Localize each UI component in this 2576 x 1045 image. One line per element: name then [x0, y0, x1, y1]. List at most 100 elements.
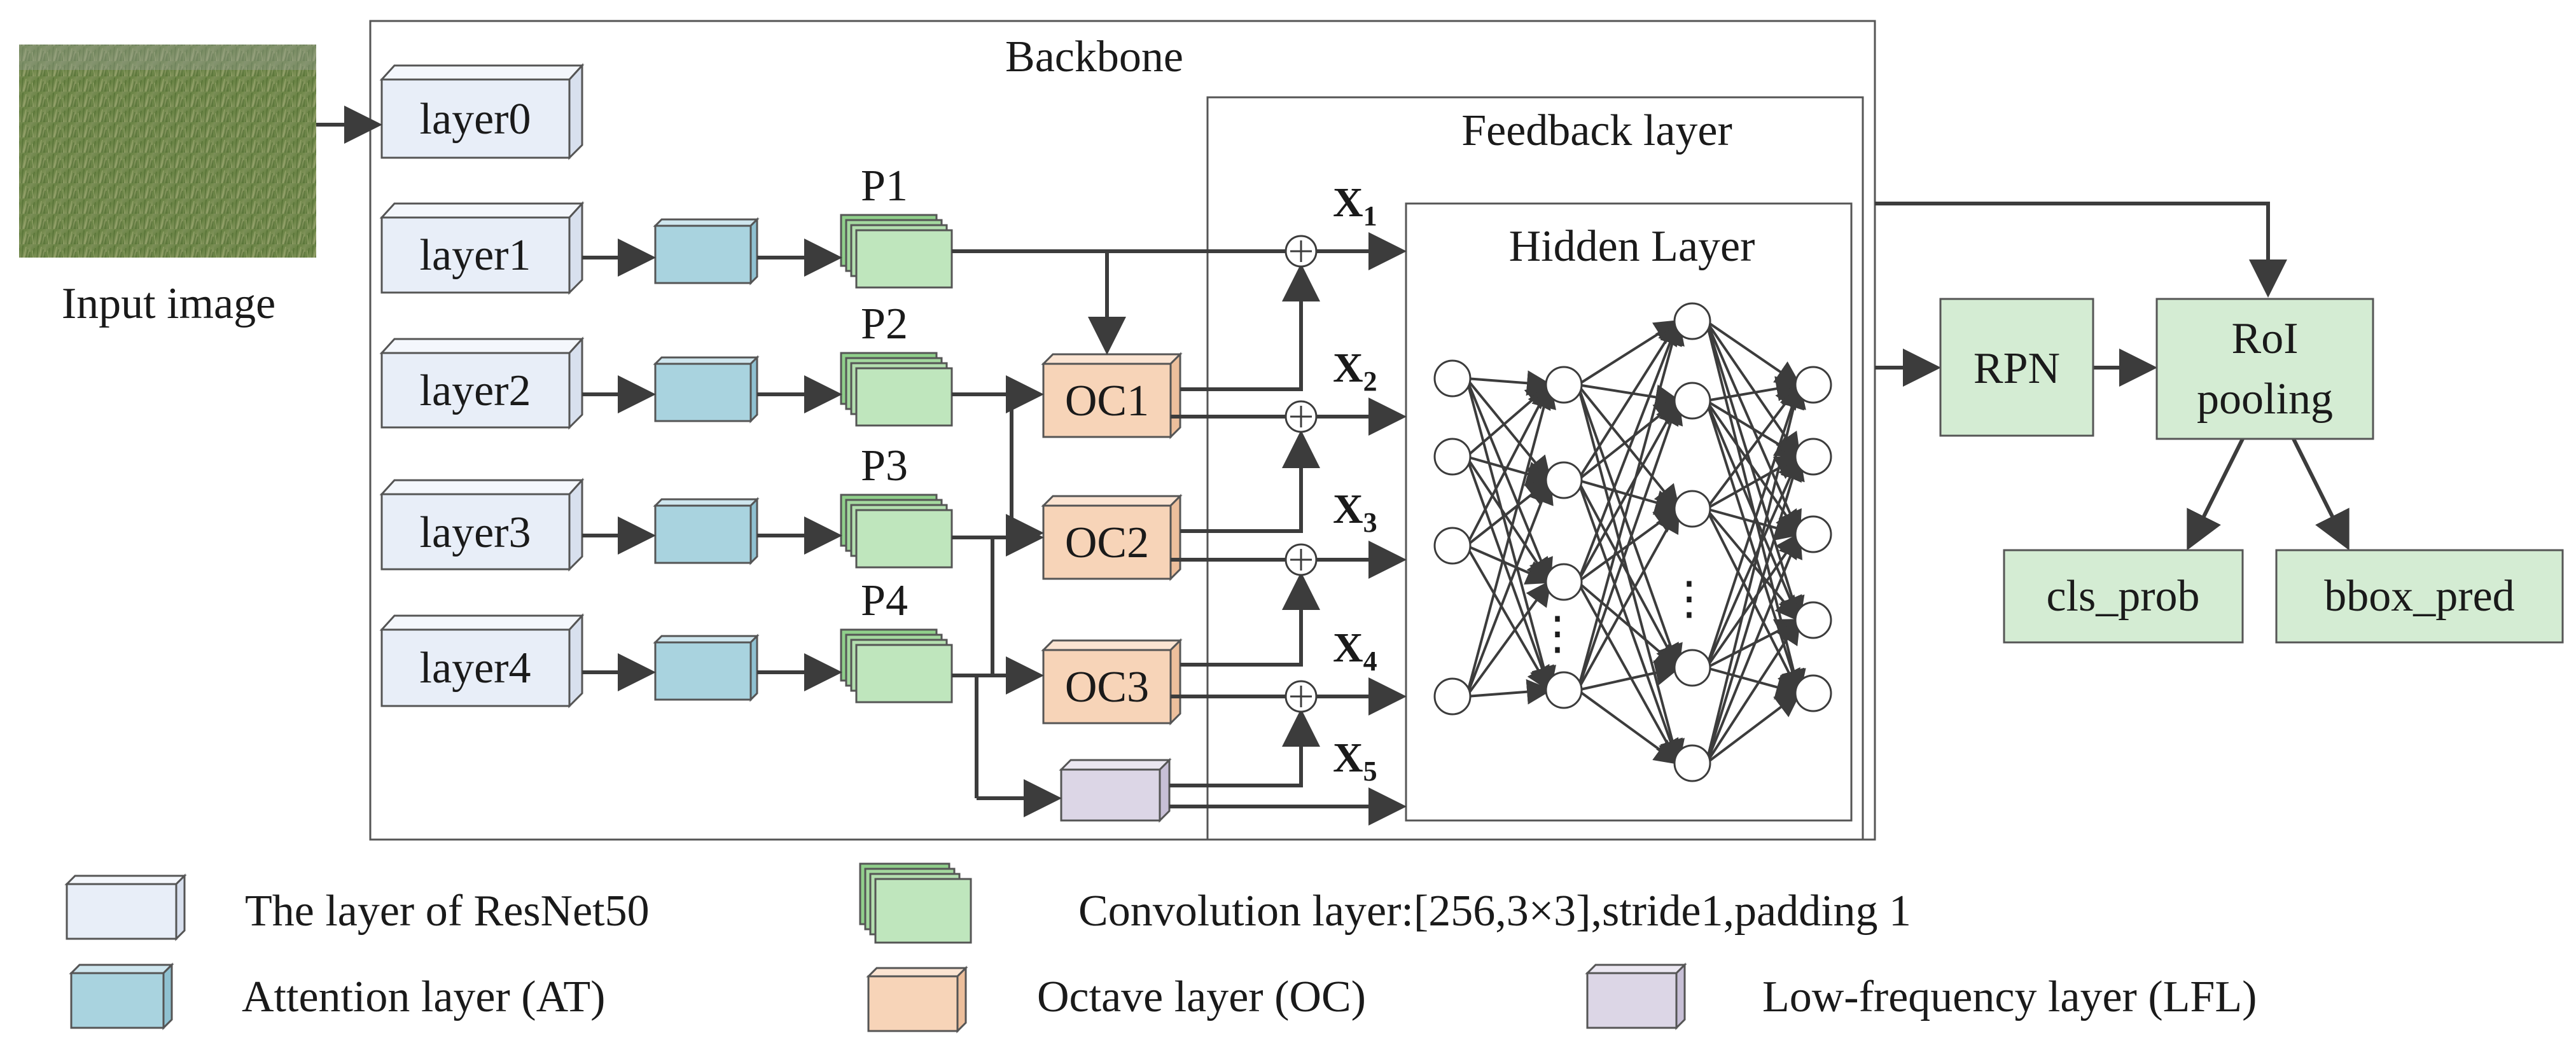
roi-label-line2: pooling — [2197, 375, 2333, 424]
oc2-label: OC2 — [1065, 518, 1149, 567]
layer0-label: layer0 — [420, 95, 531, 144]
layer2-label: layer2 — [420, 366, 531, 415]
bbox-pred-label: bbox_pred — [2324, 572, 2514, 621]
nn-edge — [1577, 398, 1680, 583]
nn-edge — [1465, 382, 1551, 546]
nn-edge — [1577, 319, 1680, 481]
input-image-caption: Input image — [62, 279, 275, 328]
nn-node-hidden2-2 — [1673, 382, 1711, 420]
nn-edge — [1705, 320, 1802, 387]
roi-label-line1: RoI — [2232, 314, 2299, 363]
nn-edge — [1705, 382, 1804, 668]
nn-node-hidden1-3 — [1545, 563, 1583, 601]
nn-edge — [1705, 618, 1801, 765]
resnet-layers: layer0 layer1 layer2 layer3 laye — [379, 63, 585, 709]
nn-edge — [1466, 544, 1552, 585]
cls-prob-box: cls_prob — [2003, 549, 2244, 644]
nn-edge — [1577, 384, 1683, 670]
hidden-layer-network — [1433, 302, 1832, 782]
legend-resnet: The layer of ResNet50 — [64, 873, 650, 941]
attention-box-4 — [653, 633, 760, 702]
nn-edge — [1706, 667, 1802, 700]
nn-edge — [1466, 455, 1552, 487]
nn-node-output-1 — [1794, 366, 1832, 404]
nn-node-hidden1-2 — [1545, 461, 1583, 499]
x4-label: X4 — [1333, 625, 1377, 677]
layer1-label: layer1 — [420, 231, 531, 280]
rpn-label: RPN — [1974, 344, 2060, 393]
nn-edge — [1705, 399, 1801, 537]
nn-edge — [1465, 456, 1554, 693]
roi-pooling-box: RoI pooling — [2155, 298, 2374, 440]
oc2-box: OC2 — [1041, 494, 1183, 581]
nn-edge — [1465, 545, 1551, 693]
backbone-connections — [316, 106, 2350, 826]
layer2-box: layer2 — [379, 336, 585, 430]
attention-box-1 — [653, 217, 760, 286]
x5-label: X5 — [1333, 735, 1377, 787]
nn-edge — [1465, 478, 1554, 697]
nn-edge — [1465, 579, 1552, 698]
nn-edge — [1577, 384, 1680, 511]
nn-node-hidden2-1 — [1673, 302, 1711, 340]
nn-edge — [1705, 532, 1803, 764]
input-image — [19, 45, 316, 258]
nn-edge — [1577, 660, 1681, 691]
nn-edge — [1465, 378, 1553, 585]
layer3-label: layer3 — [420, 508, 531, 557]
feedback-title: Feedback layer — [1461, 106, 1732, 155]
x-labels: X1 X2 X3 X4 X5 — [1333, 179, 1377, 787]
nn-edge — [1577, 689, 1681, 765]
legend-octave: Octave layer (OC) — [866, 965, 1366, 1034]
layer1-box: layer1 — [379, 201, 585, 295]
nn-edge — [1705, 454, 1805, 764]
nn-node-output-4 — [1794, 601, 1832, 639]
feedback-frame — [1206, 96, 1864, 841]
legend-attention: Attention layer (AT) — [69, 962, 605, 1030]
layer4-box: layer4 — [379, 613, 585, 709]
nn-edge — [1577, 480, 1683, 766]
nn-node-output-5 — [1794, 674, 1832, 712]
nn-edge — [1705, 691, 1802, 765]
p2-label: P2 — [861, 300, 908, 349]
legend-lowfreq-label: Low-frequency layer (LFL) — [1762, 972, 2257, 1021]
legend: The layer of ResNet50 Convolution layer:… — [64, 862, 2257, 1034]
nn-edge — [1465, 378, 1557, 693]
layer3-box: layer3 — [379, 478, 585, 572]
legend-conv: Convolution layer:[256,3×3],stride1,padd… — [859, 862, 1911, 944]
input-image-group: Input image — [19, 45, 316, 328]
legend-octave-label: Octave layer (OC) — [1037, 972, 1366, 1021]
p4-stack: P4 — [840, 576, 953, 703]
bbox-pred-box: bbox_pred — [2275, 549, 2564, 644]
nn-edge — [1705, 400, 1802, 623]
nn-edge — [1577, 480, 1680, 670]
nn-edge — [1465, 382, 1557, 697]
nn-edge — [1577, 506, 1680, 691]
sum-nodes — [1285, 235, 1318, 713]
nn-node-input-3 — [1433, 527, 1472, 565]
nn-edge — [1577, 398, 1683, 691]
nn-node-input-2 — [1433, 438, 1472, 476]
x2-label: X2 — [1333, 345, 1377, 397]
hidden-layer-frame — [1405, 202, 1853, 822]
cls-prob-label: cls_prob — [2046, 572, 2199, 621]
sum-node-4 — [1285, 680, 1318, 713]
nn-edge — [1577, 319, 1685, 691]
attention-box-3 — [653, 497, 760, 565]
nn-node-input-4 — [1433, 677, 1472, 716]
oc3-label: OC3 — [1065, 663, 1149, 712]
nn-edge — [1706, 508, 1802, 541]
nn-edge — [1577, 581, 1681, 670]
nn-node-hidden2-5 — [1673, 744, 1711, 782]
nn-edge — [1705, 454, 1802, 668]
nn-edge — [1577, 384, 1681, 410]
p3-stack: P3 — [840, 441, 953, 569]
oc3-box: OC3 — [1041, 638, 1183, 726]
p3-label: P3 — [861, 441, 908, 490]
legend-conv-label: Convolution layer:[256,3×3],stride1,padd… — [1078, 887, 1911, 936]
legend-lowfreq: Low-frequency layer (LFL) — [1585, 962, 2257, 1030]
conv-stacks: P1 P2 P3 P4 — [840, 162, 953, 703]
legend-attention-label: Attention layer (AT) — [242, 972, 605, 1021]
nn-node-output-3 — [1794, 515, 1832, 553]
